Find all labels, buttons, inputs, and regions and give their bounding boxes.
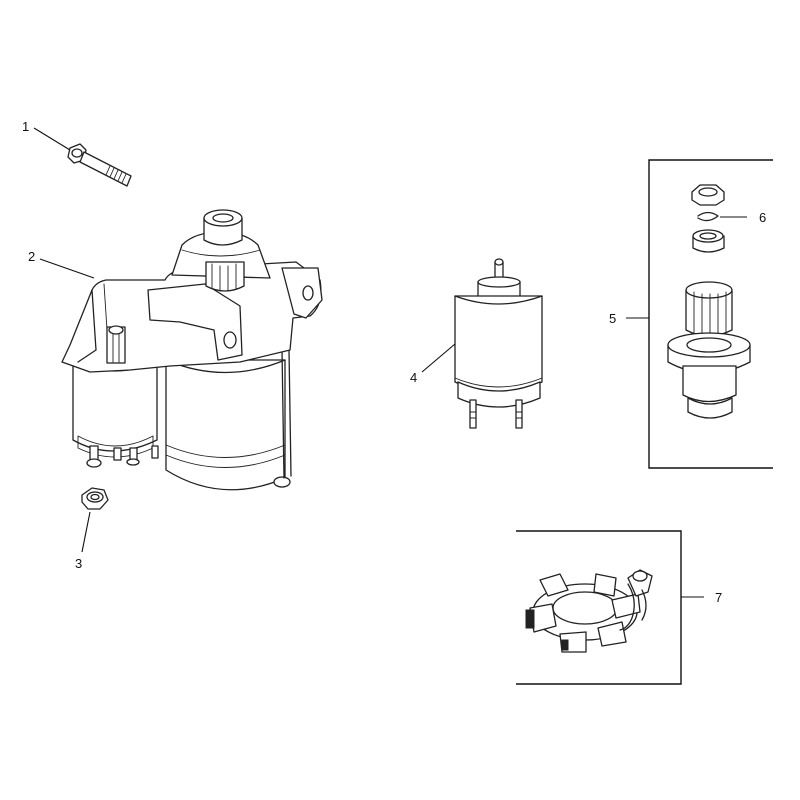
brush-holder-drawing [525,569,653,653]
leader-1 [33,127,71,151]
starter-motor-drawing [61,209,323,491]
callout-5: 5 [609,311,616,326]
leader-lines [33,127,747,598]
callout-3: 3 [75,556,82,571]
bolt-drawing [67,143,132,187]
callout-1: 1 [22,119,29,134]
brush-holder-frame [516,530,682,685]
callout-4: 4 [410,370,417,385]
leader-4 [421,343,456,373]
callout-7: 7 [715,590,722,605]
callout-labels: 1 2 3 4 5 6 7 [22,119,766,605]
drive-kit-frame [648,159,773,469]
callout-2: 2 [28,249,35,264]
leader-3 [81,511,91,553]
leader-2 [39,258,95,279]
callout-6: 6 [759,210,766,225]
drive-kit-drawing [667,184,751,419]
nut-drawing [81,487,109,510]
solenoid-drawing [454,258,543,429]
